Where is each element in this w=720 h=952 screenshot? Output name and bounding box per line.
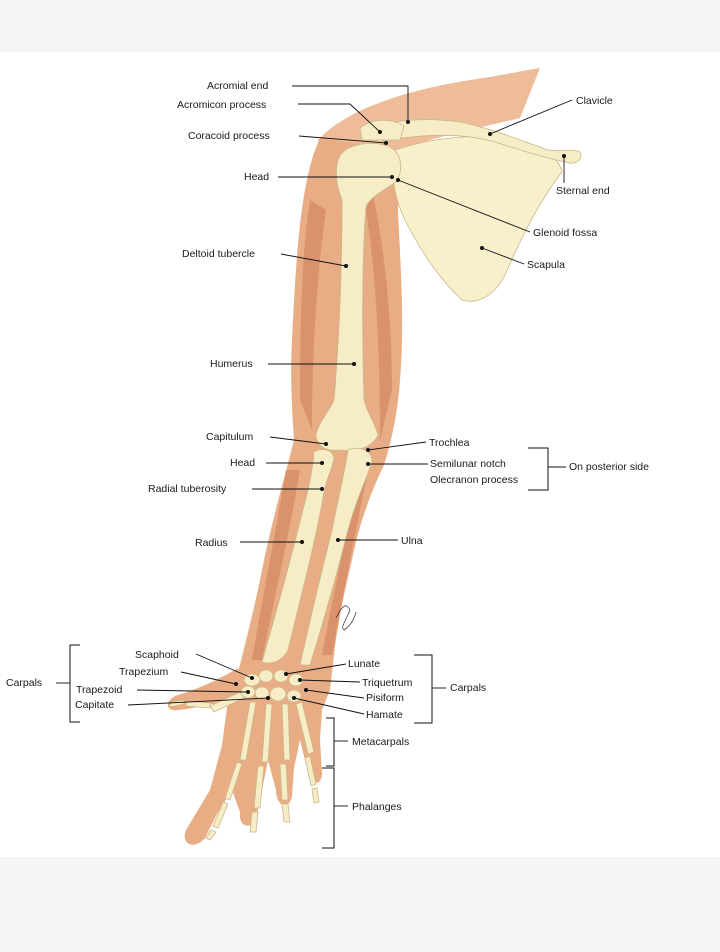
label-on-posterior-side: On posterior side <box>569 461 649 473</box>
upper-arm-muscle <box>300 200 326 430</box>
forearm-muscle <box>252 470 300 660</box>
label-scapula: Scapula <box>527 259 565 271</box>
label-clavicle: Clavicle <box>576 95 613 107</box>
label-head-humerus: Head <box>244 171 269 183</box>
forearm-muscle-right <box>322 470 368 655</box>
label-radial-tuberosity: Radial tuberosity <box>148 483 227 495</box>
clavicle-bone <box>371 119 582 164</box>
scapula-bone <box>392 135 563 302</box>
label-carpals-right: Carpals <box>450 682 486 694</box>
label-capitate: Capitate <box>75 699 114 711</box>
label-acromial-end: Acromial end <box>207 80 268 92</box>
label-trapezium: Trapezium <box>119 666 168 678</box>
label-olecranon-process: Olecranon process <box>430 474 518 486</box>
phalanx-bones <box>169 699 320 841</box>
label-phalanges: Phalanges <box>352 801 402 813</box>
label-lunate: Lunate <box>348 658 380 670</box>
label-ulna: Ulna <box>401 535 423 547</box>
label-scaphoid: Scaphoid <box>135 649 179 661</box>
label-trochlea: Trochlea <box>429 437 470 449</box>
leader-lines <box>127 85 573 715</box>
label-hamate: Hamate <box>366 709 403 721</box>
label-sternal-end: Sternal end <box>556 185 610 197</box>
bones <box>169 119 582 841</box>
brackets <box>56 447 566 849</box>
label-pisiform: Pisiform <box>366 692 404 704</box>
label-capitulum: Capitulum <box>206 431 254 443</box>
carpal-bones <box>240 669 304 703</box>
label-humerus: Humerus <box>210 358 253 370</box>
label-head-radius: Head <box>230 457 255 469</box>
label-metacarpals: Metacarpals <box>352 736 409 748</box>
artist-signature <box>335 605 357 631</box>
label-radius: Radius <box>195 537 228 549</box>
label-semilunar-notch: Semilunar notch <box>430 458 506 470</box>
radius-bone <box>261 449 335 664</box>
label-deltoid-tubercle: Deltoid tubercle <box>182 248 255 260</box>
label-glenoid-fossa: Glenoid fossa <box>533 227 597 239</box>
ulna-bone <box>299 447 373 666</box>
label-triquetrum: Triquetrum <box>362 677 413 689</box>
labels: Acromial end Acromicon process Coracoid … <box>6 80 649 813</box>
upper-arm-muscle-right <box>366 190 392 440</box>
acromion-bone <box>359 119 405 141</box>
metacarpal-bones <box>209 691 315 763</box>
thumb-skin <box>167 668 238 711</box>
label-carpals-left: Carpals <box>6 677 42 689</box>
label-trapezoid: Trapezoid <box>76 684 122 696</box>
label-acromion-process: Acromicon process <box>177 99 266 111</box>
label-coracoid-process: Coracoid process <box>188 130 270 142</box>
